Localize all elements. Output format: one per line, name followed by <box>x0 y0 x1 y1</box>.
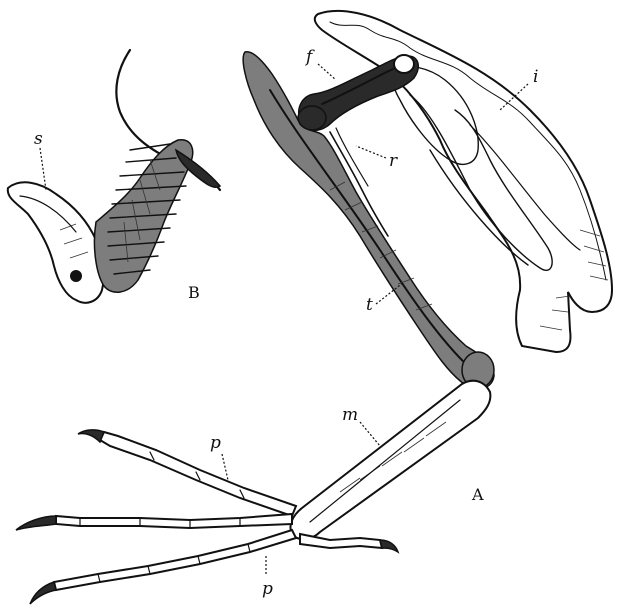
label-i: i <box>533 67 538 87</box>
ilium-bone <box>315 11 612 352</box>
label-p-lower: p <box>262 579 273 599</box>
label-b: B <box>188 283 200 302</box>
skull-bone <box>8 182 104 302</box>
label-m: m <box>342 405 358 425</box>
label-f: f <box>304 47 315 67</box>
femur-bone <box>298 55 418 130</box>
figure-b-skull-and-vertebrae <box>8 50 220 303</box>
label-s: s <box>34 129 43 149</box>
label-p-upper: p <box>210 433 221 453</box>
figure-a-leg-skeleton <box>16 11 612 604</box>
tarsometatarsus-bone <box>290 381 490 539</box>
label-r: r <box>389 151 398 171</box>
label-a: A <box>471 485 484 504</box>
cervical-vertebrae <box>94 140 220 292</box>
label-t: t <box>366 295 373 315</box>
